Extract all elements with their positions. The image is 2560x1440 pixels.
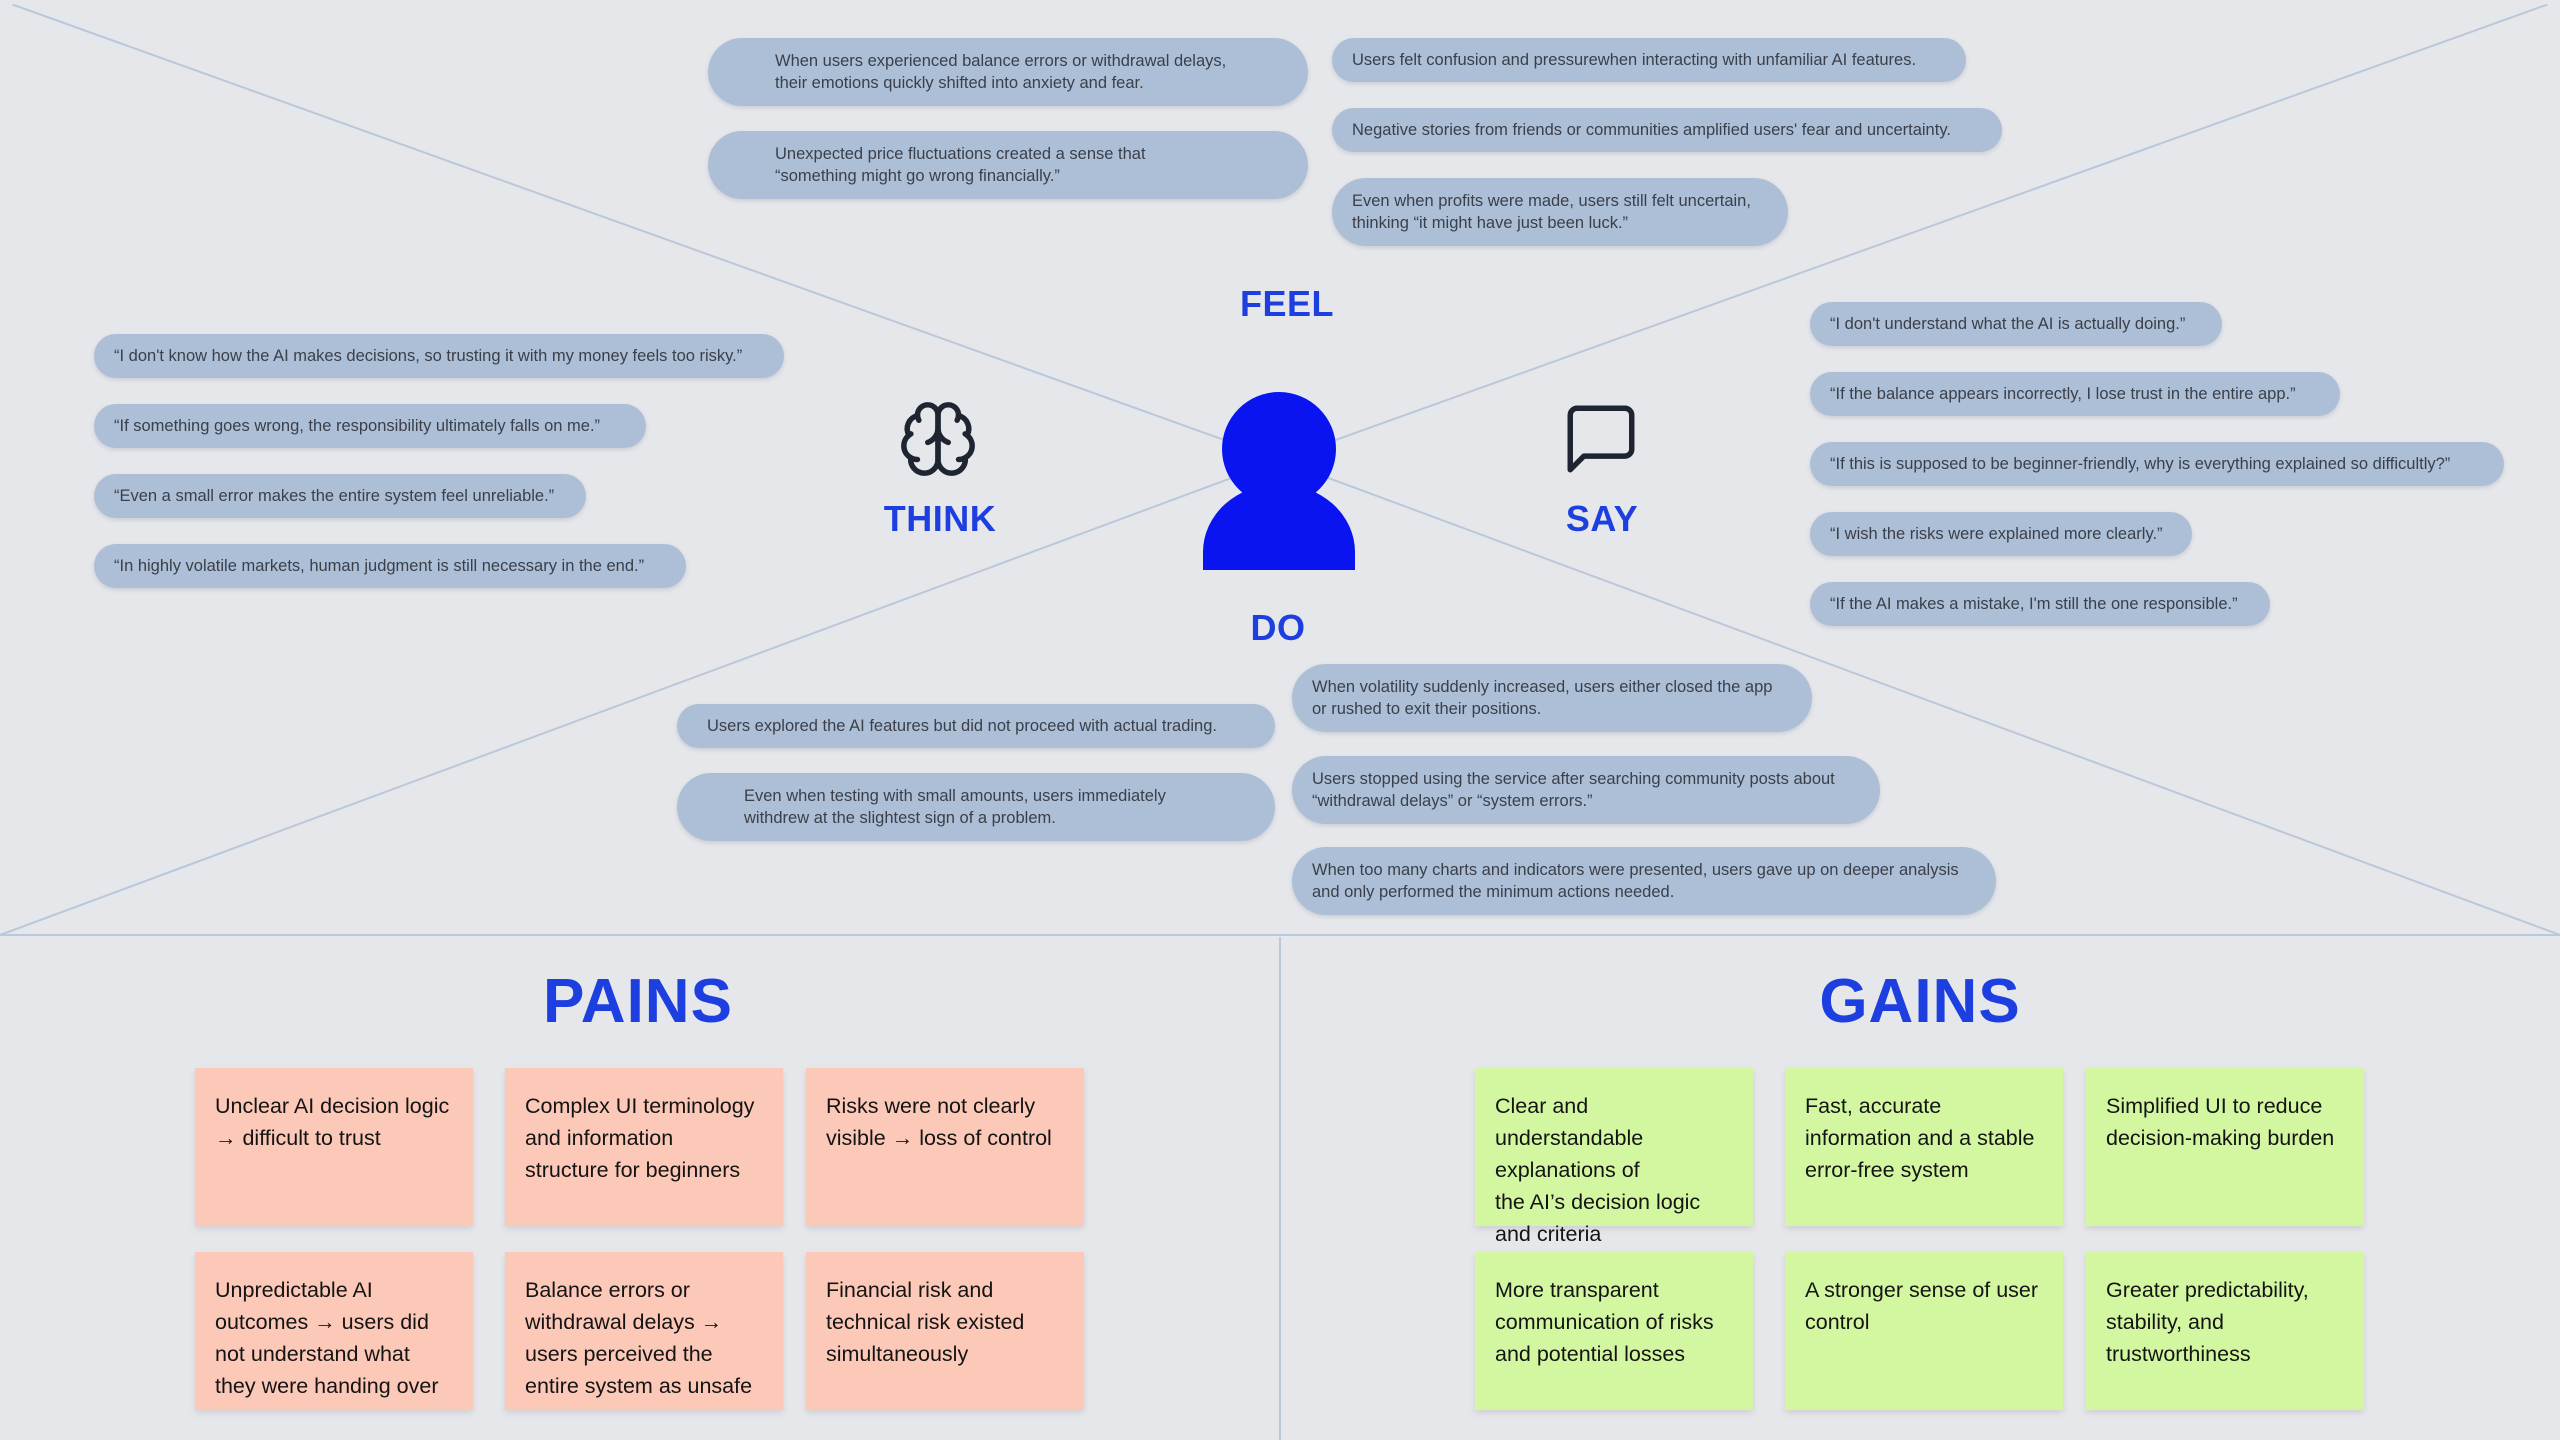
feel-label: FEEL [1239, 283, 1334, 324]
do-item: Users explored the AI features but did n… [677, 704, 1275, 748]
say-item: “I wish the risks were explained more cl… [1810, 512, 2192, 556]
feel-item: When users experienced balance errors or… [708, 38, 1308, 106]
say-item: “If the AI makes a mistake, I'm still th… [1810, 582, 2270, 626]
pain-note: Complex UI terminology and information s… [505, 1068, 783, 1226]
say-item: “I don't understand what the AI is actua… [1810, 302, 2222, 346]
feel-item: Negative stories from friends or communi… [1332, 108, 2002, 152]
pains-title: PAINS [543, 967, 733, 1036]
gain-note: Greater predictability, stability, and t… [2086, 1252, 2364, 1410]
gains-title: GAINS [1819, 967, 2021, 1036]
think-item: “Even a small error makes the entire sys… [94, 474, 586, 518]
do-item: Users stopped using the service after se… [1292, 756, 1880, 824]
feel-item: Even when profits were made, users still… [1332, 178, 1788, 246]
feel-item: Users felt confusion and pressurewhen in… [1332, 38, 1966, 82]
say-item: “If this is supposed to be beginner-frie… [1810, 442, 2504, 486]
user-avatar-icon [1203, 392, 1355, 570]
speech-bubble-icon [1560, 398, 1642, 480]
pain-note: Balance errors or withdrawal delays → us… [505, 1252, 783, 1410]
think-label: THINK [883, 498, 997, 539]
gain-note: More transparent communication of risks … [1475, 1252, 1753, 1410]
say-label: SAY [1565, 498, 1639, 539]
pain-note: Financial risk and technical risk existe… [806, 1252, 1084, 1410]
think-item: “If something goes wrong, the responsibi… [94, 404, 646, 448]
gain-note: A stronger sense of user control [1785, 1252, 2063, 1410]
do-label: DO [1250, 607, 1306, 648]
gain-note: Simplified UI to reduce decision-making … [2086, 1068, 2364, 1226]
say-item: “If the balance appears incorrectly, I l… [1810, 372, 2340, 416]
gain-note: Clear and understandable explanations of… [1475, 1068, 1753, 1246]
pain-note: Unpredictable AI outcomes → users did no… [195, 1252, 473, 1410]
do-item: When too many charts and indicators were… [1292, 847, 1996, 915]
do-item: Even when testing with small amounts, us… [677, 773, 1275, 841]
think-item: “In highly volatile markets, human judgm… [94, 544, 686, 588]
pain-note: Unclear AI decision logic → difficult to… [195, 1068, 473, 1226]
pain-note: Risks were not clearly visible → loss of… [806, 1068, 1084, 1226]
do-item: When volatility suddenly increased, user… [1292, 664, 1812, 732]
brain-icon [897, 398, 979, 480]
feel-item: Unexpected price fluctuations created a … [708, 131, 1308, 199]
gain-note: Fast, accurate information and a stable … [1785, 1068, 2063, 1226]
think-item: “I don't know how the AI makes decisions… [94, 334, 784, 378]
